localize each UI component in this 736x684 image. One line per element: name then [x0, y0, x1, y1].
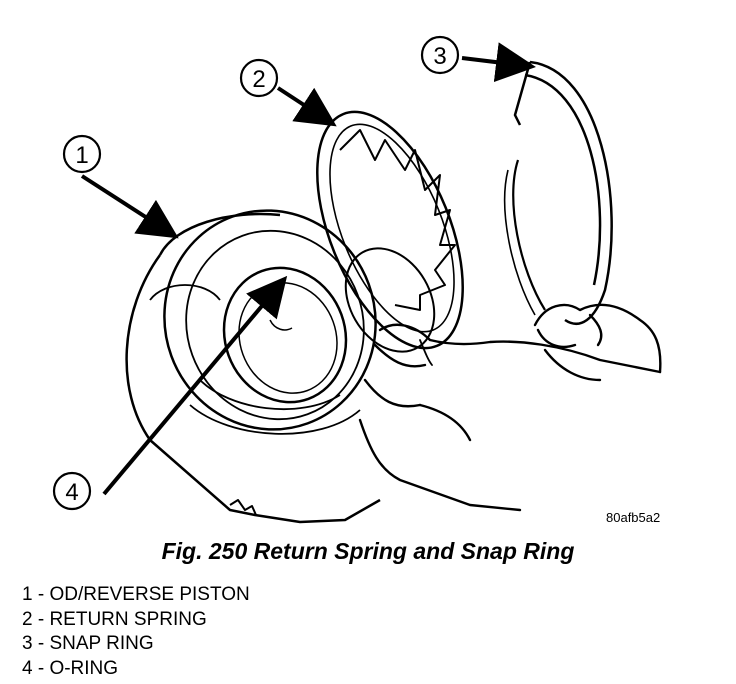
legend-item: 2 - RETURN SPRING	[22, 608, 207, 630]
parts-legend: 1 - OD/REVERSE PISTON 2 - RETURN SPRING …	[22, 583, 250, 681]
callout-3: 3	[420, 35, 460, 75]
exploded-view-illustration: 1 2 3 4	[52, 35, 662, 524]
callout-4: 4	[52, 471, 92, 511]
legend-item: 1 - OD/REVERSE PISTON	[22, 584, 250, 605]
callout-2: 2	[239, 58, 279, 98]
leader-arrows	[80, 42, 536, 496]
figure-code: 80afb5a2	[606, 510, 661, 525]
leader-arrow-3	[461, 42, 536, 83]
callout-1-label: 1	[75, 142, 88, 169]
snap-ring-drawing	[503, 60, 613, 325]
return-spring-drawing	[316, 110, 464, 353]
callout-1: 1	[62, 134, 102, 174]
leader-arrow-4	[102, 275, 288, 496]
hands-drawing	[358, 303, 662, 512]
leader-arrow-2	[276, 86, 337, 127]
legend-item: 3 - SNAP RING	[22, 633, 154, 654]
callout-4-label: 4	[65, 479, 78, 506]
figure-caption: Fig. 250 Return Spring and Snap Ring	[161, 538, 575, 564]
callout-2-label: 2	[252, 66, 265, 93]
od-reverse-piston-drawing	[125, 209, 381, 524]
leader-arrow-1	[80, 174, 179, 239]
callout-3-label: 3	[433, 43, 446, 70]
legend-item: 4 - O-RING	[22, 657, 119, 679]
